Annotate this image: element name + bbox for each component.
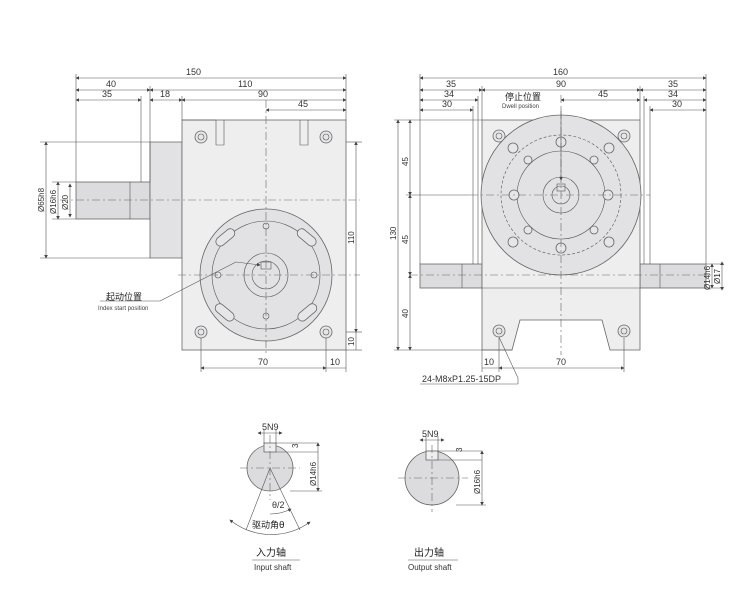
output-caption-en: Output shaft <box>408 563 452 572</box>
input-key-label: 5N9 <box>262 422 279 432</box>
dim-160: 160 <box>553 67 568 77</box>
right-left-shaft <box>419 263 483 289</box>
output-caption-zh: 出力轴 <box>414 546 444 559</box>
input-diameter-label: Ø14h6 <box>309 461 318 486</box>
input-half-angle: θ/2 <box>272 500 285 510</box>
dim-90: 90 <box>258 89 268 99</box>
dim-45-upper: 45 <box>401 157 410 166</box>
dim-35: 35 <box>102 89 112 99</box>
dim-90-right: 90 <box>556 79 566 89</box>
output-diameter-label: Ø16h6 <box>473 469 482 494</box>
left-bolts <box>194 130 333 339</box>
dim-16h6: Ø16h6 <box>49 189 58 214</box>
dim-20: Ø20 <box>61 194 70 210</box>
dim-40: 40 <box>106 79 116 89</box>
dim-34-right: 34 <box>668 89 678 99</box>
dim-45: 45 <box>298 99 308 109</box>
dim-130: 130 <box>389 226 398 240</box>
dim-110-vertical: 110 <box>347 231 356 244</box>
dim-40-vertical: 40 <box>401 309 410 318</box>
input-shaft-detail: 5N9 3 Ø14h6 θ/2 驱动角θ 入力轴 Input shaft <box>229 422 322 572</box>
right-dial-holes <box>507 136 615 254</box>
left-right-dimensions: 110 10 <box>346 141 362 351</box>
dim-14h6-right: Ø14h6 <box>703 265 712 290</box>
dim-45-lower: 45 <box>401 235 410 244</box>
left-vertical-dimensions: Ø65h8 Ø16h6 Ø20 <box>37 141 150 259</box>
input-depth-label: 3 <box>291 443 300 448</box>
dim-45-right: 45 <box>598 89 608 99</box>
output-key-label: 5N9 <box>422 429 439 439</box>
output-depth-label: 3 <box>455 447 464 452</box>
dim-35-left: 35 <box>446 79 456 89</box>
left-input-shaft <box>75 181 151 220</box>
dim-10-right-bottom: 10 <box>484 357 494 367</box>
dim-110: 110 <box>238 79 252 89</box>
output-shaft-detail: 5N9 3 Ø16h6 出力轴 Output shaft <box>398 429 486 572</box>
dim-70-bottom: 70 <box>258 357 268 367</box>
dim-150: 150 <box>186 67 201 77</box>
dwell-label-zh: 停止位置 <box>505 91 541 103</box>
left-view: 起动位置 Index start position 150 40 110 35 … <box>37 67 362 372</box>
left-bottom-dimensions: 70 10 <box>200 338 347 372</box>
dim-70-right-bottom: 70 <box>556 357 566 367</box>
input-caption-en: Input shaft <box>254 563 292 572</box>
right-bottom-dimensions: 10 70 <box>481 338 625 372</box>
dim-10-vertical: 10 <box>347 337 356 346</box>
right-top-dimensions: 160 35 90 35 34 45 34 30 30 <box>419 67 707 264</box>
right-right-shaft <box>639 263 707 289</box>
dim-65h8: Ø65h8 <box>37 187 46 212</box>
dim-35-right: 35 <box>668 79 678 89</box>
input-caption-zh: 入力轴 <box>256 546 286 559</box>
dim-17-right: Ø17 <box>713 268 722 284</box>
input-drive-angle: 驱动角θ <box>252 519 285 531</box>
dim-34-left: 34 <box>444 89 454 99</box>
index-start-label-en: Index start position <box>98 306 148 312</box>
dim-30-left: 30 <box>442 99 452 109</box>
dim-10-bottom: 10 <box>330 357 340 367</box>
dwell-label-en: Dwell position <box>502 104 539 110</box>
right-shaft-dimensions: Ø14h6 Ø17 <box>703 261 724 291</box>
dim-30-right: 30 <box>672 99 682 109</box>
dim-18: 18 <box>160 89 170 99</box>
index-start-label-zh: 起动位置 <box>106 291 142 303</box>
left-flange-slots <box>214 222 318 322</box>
left-top-dimensions: 150 40 110 35 18 90 45 <box>75 67 347 182</box>
right-left-dimensions: 130 45 45 40 <box>389 119 512 351</box>
right-view: 停止位置 Dwell position 160 35 90 35 34 45 3… <box>389 67 724 385</box>
thread-callout: 24-M8xP1.25-15DP <box>422 374 501 384</box>
